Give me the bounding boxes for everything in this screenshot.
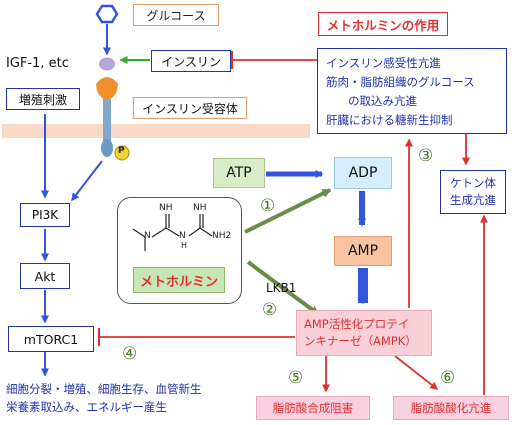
ketone-line2: 生成亢進 [450, 193, 496, 207]
insulin-label: インスリン [151, 50, 231, 72]
ampk-node: AMP活性化プロテイ ンキナーゼ（AMPK） [296, 310, 432, 356]
effect-item: インスリン感受性亢進 [326, 56, 441, 70]
atom-h: H [181, 241, 188, 250]
atom-n-b: N [179, 231, 186, 241]
adp-node: ADP [334, 157, 392, 189]
metformin-name: メトホルミン [133, 267, 225, 293]
cell-membrane [2, 124, 310, 138]
effects-box: インスリン感受性亢進 筋肉・脂肪組織のグルコース の取込み亢進 肝臓における糖新… [317, 48, 507, 134]
effect-item: の取込み亢進 [348, 94, 417, 108]
amp-node: AMP [334, 236, 392, 266]
metformin-to-adp-arrow [244, 188, 332, 234]
step-6: ⑥ [440, 368, 456, 388]
mtorc1-node: mTORC1 [8, 326, 94, 352]
fa-synthesis-node: 脂肪酸合成阻害 [256, 396, 370, 420]
igf-label: IGF-1, etc [6, 56, 69, 71]
effect-item: 筋肉・脂肪組織のグルコース [326, 75, 475, 89]
step-3: ③ [418, 146, 434, 166]
ampk-inhibit-mtorc1 [98, 328, 295, 346]
proliferation-label: 増殖刺激 [6, 88, 80, 110]
effect-item: 肝臓における糖新生抑制 [326, 113, 453, 127]
phospho-label: P [118, 146, 125, 156]
metformin-to-ampk-arrow [246, 260, 320, 316]
atom-nh2: NH2 [212, 231, 232, 241]
cell-outcome: 細胞分裂・増殖、細胞生存、血管新生 栄養素取込み、エネルギー産生 [6, 380, 256, 416]
metformin-frame [117, 197, 242, 304]
effects-inhibit-insulin [231, 51, 317, 69]
step-2: ② [262, 300, 278, 320]
atom-n-a: N [144, 231, 151, 241]
step-4: ④ [122, 344, 138, 364]
ketone-line1: ケトン体 [450, 176, 496, 190]
receptor-label: インスリン受容体 [133, 97, 247, 119]
cell-outcome-line1: 細胞分裂・増殖、細胞生存、血管新生 [6, 382, 202, 396]
atp-node: ATP [213, 158, 265, 188]
lkb1-label: LKB1 [266, 281, 297, 295]
akt-node: Akt [20, 263, 70, 289]
glucose-label: グルコース [133, 4, 219, 26]
phospho-circle [114, 145, 130, 161]
insulin-receptor-icon [96, 57, 118, 157]
metformin-structure [132, 214, 213, 251]
step-1: ① [260, 196, 276, 216]
pi3k-node: PI3K [20, 203, 70, 227]
glucose-hexagon-icon [95, 4, 119, 24]
atom-nh-a: NH [159, 203, 173, 213]
step-5: ⑤ [288, 368, 304, 388]
ampk-to-faoxid-arrow [394, 355, 439, 390]
fa-oxidation-node: 脂肪酸酸化亢進 [393, 396, 509, 420]
ampk-label-line2: ンキナーゼ（AMPK） [304, 334, 417, 348]
ketone-node: ケトン体 生成亢進 [440, 170, 506, 214]
ampk-label-line1: AMP活性化プロテイ [304, 317, 410, 331]
cell-outcome-line2: 栄養素取込み、エネルギー産生 [6, 400, 167, 414]
atom-nh-b: NH [193, 203, 207, 213]
effects-title: メトホルミンの作用 [318, 12, 448, 36]
receptor-to-pi3k-arrow [71, 160, 103, 202]
